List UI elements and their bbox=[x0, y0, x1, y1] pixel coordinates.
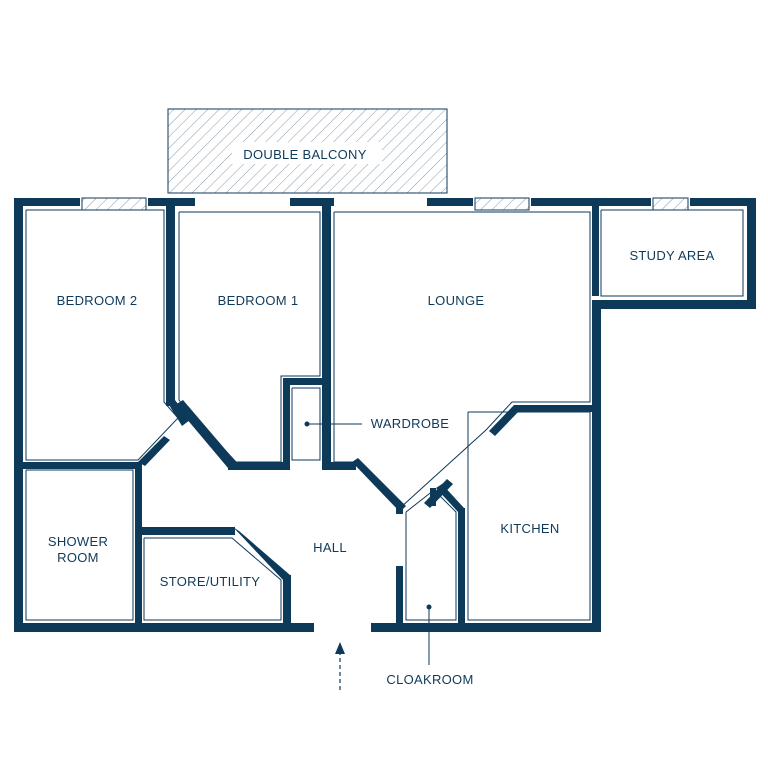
bedroom-1-label: BEDROOM 1 bbox=[218, 293, 299, 308]
outer-walls bbox=[14, 198, 756, 632]
room-outlines bbox=[25, 209, 744, 621]
hall-label: HALL bbox=[313, 540, 347, 555]
wardrobe-label: WARDROBE bbox=[371, 416, 450, 431]
inner-walls bbox=[23, 206, 599, 623]
balcony: DOUBLE BALCONY bbox=[167, 108, 448, 194]
bedroom-2-label: BEDROOM 2 bbox=[57, 293, 138, 308]
store-utility-label: STORE/UTILITY bbox=[160, 574, 260, 589]
lounge-label: LOUNGE bbox=[428, 293, 485, 308]
cloakroom-label: CLOAKROOM bbox=[386, 672, 473, 687]
entrance-arrow-icon bbox=[335, 642, 345, 690]
windows bbox=[81, 197, 689, 211]
study-area-label: STUDY AREA bbox=[629, 248, 714, 263]
shower-room-label-line2: ROOM bbox=[57, 550, 99, 565]
kitchen-label: KITCHEN bbox=[500, 521, 559, 536]
shower-room-label-line1: SHOWER bbox=[48, 534, 108, 549]
cloakroom-pointer bbox=[426, 604, 432, 665]
balcony-label: DOUBLE BALCONY bbox=[243, 147, 366, 162]
wardrobe-pointer bbox=[304, 421, 362, 427]
